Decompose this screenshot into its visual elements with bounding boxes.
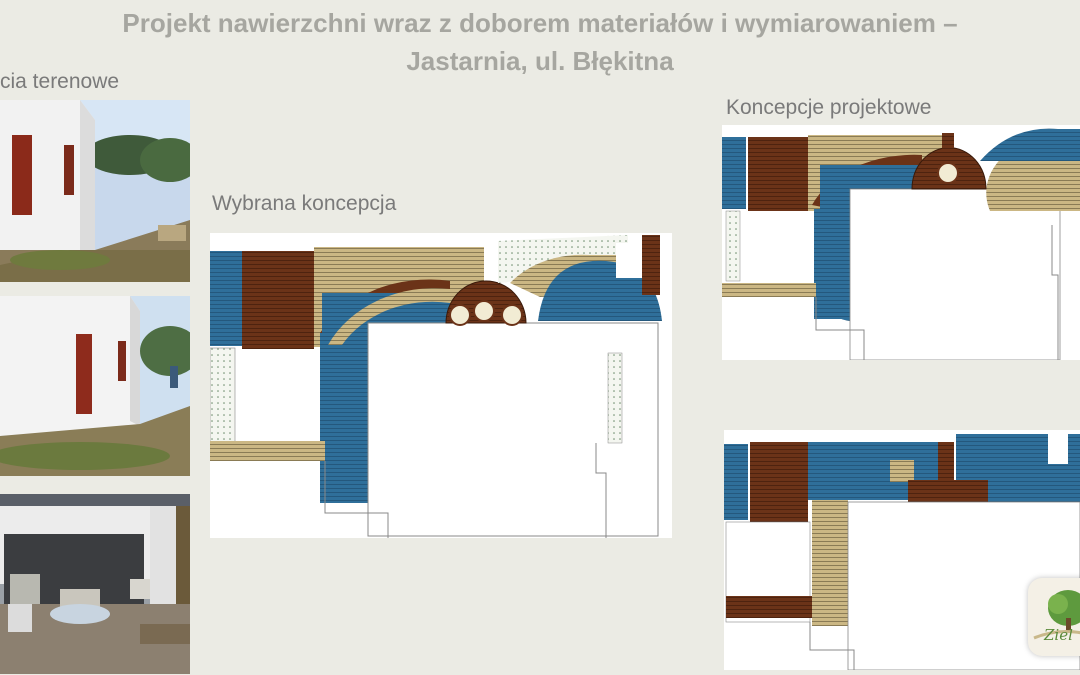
- page-title-line-1: Projekt nawierzchni wraz z doborem mater…: [122, 8, 958, 38]
- selected-concept-label: Wybrana koncepcja: [212, 192, 397, 215]
- site-photo-2: [0, 296, 190, 476]
- design-concept-plan-1: [722, 125, 1080, 365]
- selected-concept-plan: [209, 233, 672, 543]
- site-photo-3: [0, 494, 190, 674]
- site-photos-label: cia terenowe: [0, 70, 120, 93]
- page-title-line-2: Jastarnia, ul. Błękitna: [406, 46, 674, 76]
- design-concepts-label: Koncepcje projektowe: [726, 96, 932, 119]
- site-photo-1: [0, 100, 190, 282]
- design-concept-plan-2: [724, 430, 1080, 675]
- company-logo: Ziel: [1028, 578, 1080, 656]
- logo-text: Ziel: [1044, 626, 1073, 644]
- tree-icon: [1033, 590, 1080, 640]
